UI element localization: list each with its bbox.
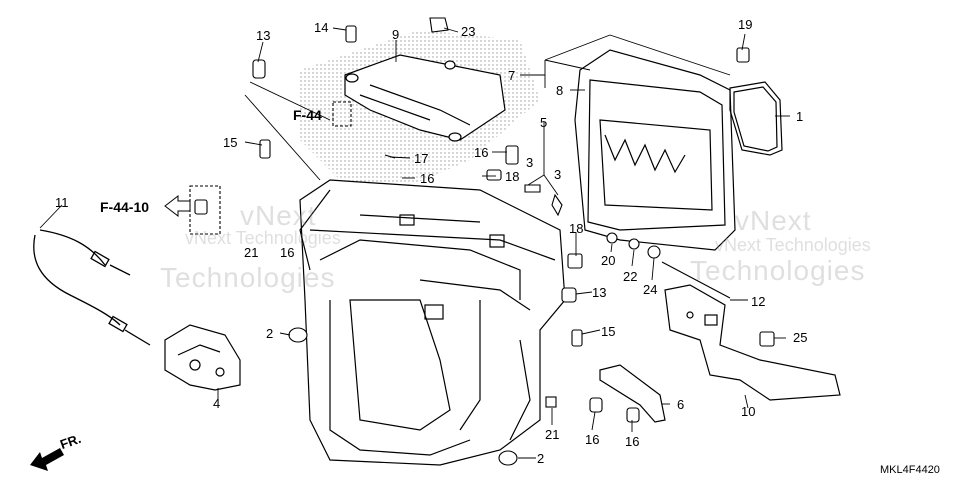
- callout-label: 22: [623, 269, 638, 284]
- element-frame: [574, 49, 736, 251]
- hardware: [189, 17, 775, 466]
- callout-label: 10: [741, 404, 756, 419]
- callout-label: 8: [556, 83, 564, 98]
- callout-label: 7: [508, 68, 516, 83]
- cable: [33, 229, 151, 346]
- callout-label: 18: [569, 221, 584, 236]
- drawing-code: MKL4F4420: [880, 464, 940, 476]
- callout-label: 24: [643, 282, 658, 297]
- callout-label: 16: [625, 434, 640, 449]
- callout-label: 15: [601, 324, 616, 339]
- bracket-6: [599, 364, 666, 423]
- callout-label: 12: [751, 294, 766, 309]
- watermark-line: Technologies: [160, 262, 336, 293]
- latch: [164, 324, 241, 391]
- callout-label: 25: [793, 330, 808, 345]
- callout-label: 11: [55, 195, 69, 210]
- callout-label: 13: [256, 28, 271, 43]
- callout-label: 20: [601, 253, 616, 268]
- watermark-line: vNext Technologies: [715, 235, 871, 255]
- reference-label[interactable]: F-44-10: [100, 199, 150, 215]
- callout-label: 21: [244, 245, 259, 260]
- seal-ring: [729, 81, 783, 156]
- callout-label: 6: [677, 397, 685, 412]
- fr-arrow-icon: [30, 448, 64, 471]
- watermark-line: vNext: [735, 205, 812, 236]
- watermark-line: vNext: [240, 200, 317, 231]
- callout-label: 2: [537, 451, 545, 466]
- callout-label: 3: [526, 155, 534, 170]
- callout-label: 16: [280, 245, 295, 260]
- callout-label: 9: [392, 27, 400, 42]
- bracket-10: [664, 284, 841, 401]
- callout-label: 14: [314, 20, 329, 35]
- ref-arrow: [164, 194, 191, 218]
- callout-label: 16: [474, 145, 489, 160]
- leader-lines: [39, 27, 790, 459]
- callout-label: 1: [796, 109, 804, 124]
- air-cleaner-housing: [299, 179, 566, 466]
- callout-label: 18: [505, 169, 520, 184]
- top-cover: [344, 54, 506, 142]
- callout-label: 3: [554, 167, 562, 182]
- callout-label: 23: [461, 24, 476, 39]
- callout-label: 15: [223, 135, 238, 150]
- callout-label: 21: [545, 427, 560, 442]
- callout-label: 19: [738, 17, 753, 32]
- callout-label: 16: [420, 171, 435, 186]
- callout-label: 4: [213, 396, 221, 411]
- callout-label: 13: [592, 285, 607, 300]
- callout-label: 5: [540, 115, 548, 130]
- watermark-line: vNext Technologies: [185, 228, 341, 248]
- callout-label: 2: [266, 326, 274, 341]
- callout-label: 17: [414, 151, 429, 166]
- callout-label: 16: [585, 432, 600, 447]
- watermark-line: Technologies: [690, 255, 866, 286]
- reference-label[interactable]: F-44: [293, 107, 322, 123]
